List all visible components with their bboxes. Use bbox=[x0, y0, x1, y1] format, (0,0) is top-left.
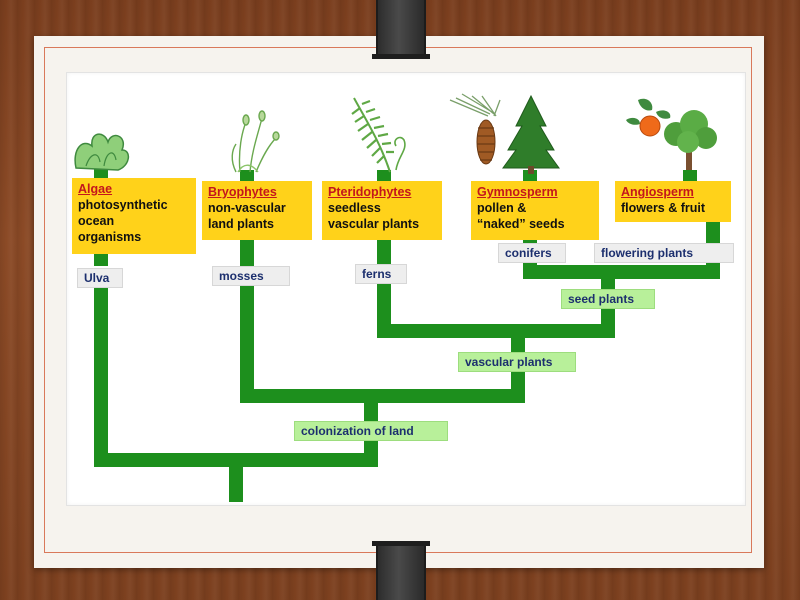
card-text: pollen & bbox=[477, 201, 527, 215]
branch-seed-plants bbox=[523, 258, 720, 279]
card-title-pteridophytes: Pteridophytes bbox=[328, 185, 412, 199]
card-text: land plants bbox=[208, 217, 274, 231]
milestone-seed-plants: seed plants bbox=[561, 289, 655, 309]
card-title-bryophytes: Bryophytes bbox=[208, 185, 277, 199]
card-text: flowers & fruit bbox=[621, 201, 706, 215]
card-angiosperm: Angiosperm flowers & fruit bbox=[615, 181, 731, 222]
card-text: non-vascular bbox=[208, 201, 286, 215]
broadleaf-tree-icon bbox=[664, 110, 717, 170]
tag-ferns: ferns bbox=[355, 264, 407, 284]
milestone-vascular-plants: vascular plants bbox=[458, 352, 576, 372]
algae-icon bbox=[74, 133, 130, 171]
binder-clip-bottom bbox=[376, 542, 426, 600]
tag-conifers: conifers bbox=[498, 243, 566, 263]
card-text: “naked” seeds bbox=[477, 217, 565, 231]
card-text: photosynthetic bbox=[78, 198, 168, 212]
card-title-gymnosperm: Gymnosperm bbox=[477, 185, 558, 199]
pine-cone-icon bbox=[449, 93, 501, 165]
binder-clip-top-cap bbox=[372, 54, 430, 59]
branch-bryophytes bbox=[240, 283, 525, 403]
orange-fruit-icon bbox=[626, 98, 671, 137]
branch-pteridophytes bbox=[377, 282, 615, 338]
card-text: seedless bbox=[328, 201, 381, 215]
tag-flowering-plants: flowering plants bbox=[594, 243, 734, 263]
card-text: organisms bbox=[78, 230, 142, 244]
card-gymnosperm: Gymnosperm pollen & “naked” seeds bbox=[471, 181, 599, 240]
conifer-tree-icon bbox=[502, 94, 560, 174]
card-text: ocean bbox=[78, 214, 115, 228]
tag-ulva: Ulva bbox=[77, 268, 123, 288]
fern-icon bbox=[351, 97, 406, 173]
card-title-angiosperm: Angiosperm bbox=[621, 185, 694, 199]
binder-clip-top bbox=[376, 0, 426, 58]
card-title-algae: Algae bbox=[78, 182, 113, 196]
binder-clip-bottom-cap bbox=[372, 541, 430, 546]
moss-icon bbox=[231, 110, 280, 173]
card-pteridophytes: Pteridophytes seedless vascular plants bbox=[322, 181, 442, 240]
tag-mosses: mosses bbox=[212, 266, 290, 286]
card-bryophytes: Bryophytes non-vascular land plants bbox=[202, 181, 312, 240]
card-algae: Algae photosynthetic ocean organisms bbox=[72, 178, 196, 254]
milestone-colonization-of-land: colonization of land bbox=[294, 421, 448, 441]
card-text: vascular plants bbox=[328, 217, 420, 231]
